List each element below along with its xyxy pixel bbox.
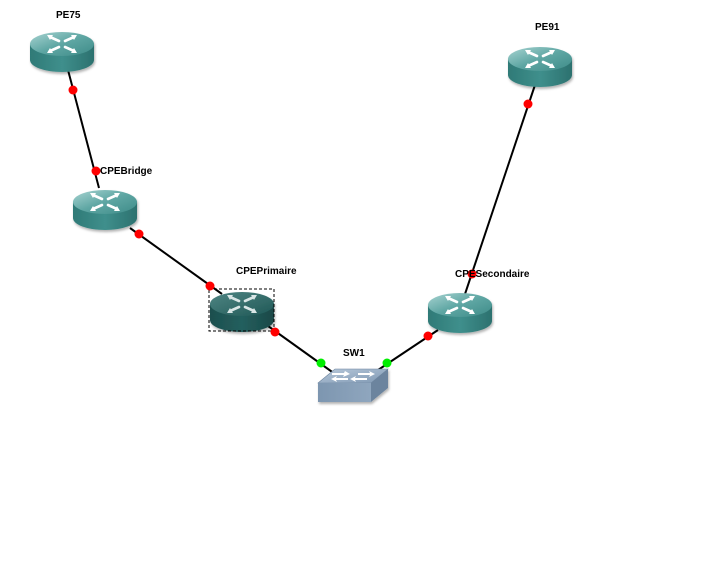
status-dot-up (382, 358, 392, 368)
node-label-pe75: PE75 (56, 10, 81, 21)
status-indicators (68, 85, 533, 368)
node-label-cpeprimaire: CPEPrimaire (236, 266, 297, 277)
switch-sw1[interactable] (317, 368, 389, 403)
status-dot-down (68, 85, 78, 95)
router-icon (208, 290, 276, 334)
router-icon (28, 30, 96, 74)
status-dot-down (91, 166, 101, 176)
router-icon (426, 291, 494, 335)
node-label-cpesecondaire: CPESecondaire (455, 269, 530, 280)
status-dot-down (270, 327, 280, 337)
router-cpebridge[interactable] (71, 188, 139, 232)
switch-icon (317, 368, 389, 403)
status-dot-up (316, 358, 326, 368)
status-dot-down (134, 229, 144, 239)
status-dot-down (467, 269, 477, 279)
router-pe91[interactable] (506, 45, 574, 89)
link-cpesecondaire-pe91[interactable] (462, 81, 537, 301)
status-dot-down (423, 331, 433, 341)
router-pe75[interactable] (28, 30, 96, 74)
node-label-sw1: SW1 (343, 348, 365, 359)
router-icon (71, 188, 139, 232)
node-label-pe91: PE91 (535, 22, 560, 33)
status-dot-down (205, 281, 215, 291)
node-label-cpebridge: CPEBridge (100, 166, 153, 177)
router-cpeprimaire[interactable] (208, 290, 276, 334)
router-icon (506, 45, 574, 89)
router-cpesecondaire[interactable] (426, 291, 494, 335)
selection-box (208, 288, 275, 332)
status-dot-down (523, 99, 533, 109)
